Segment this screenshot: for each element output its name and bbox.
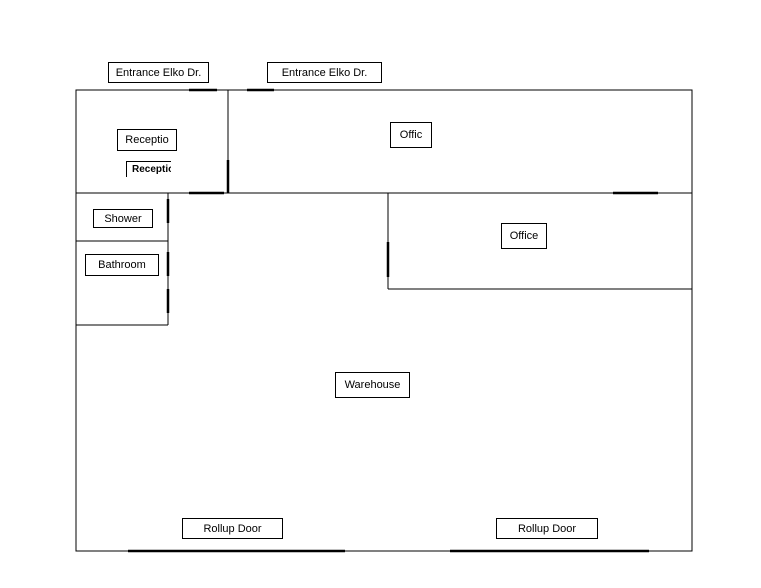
office-top-label: Offic: [390, 122, 432, 148]
outer-wall: [75, 89, 693, 552]
rollup-door-right-label: Rollup Door: [496, 518, 598, 539]
rollup-door-left-label: Rollup Door: [182, 518, 283, 539]
entrance-label-2: Entrance Elko Dr.: [267, 62, 382, 83]
shower-label: Shower: [93, 209, 153, 228]
warehouse-label: Warehouse: [335, 372, 410, 398]
entrance-label-1: Entrance Elko Dr.: [108, 62, 209, 83]
reception-sign: Reception: [126, 161, 171, 177]
bathroom-label: Bathroom: [85, 254, 159, 276]
office-right-label: Office: [501, 223, 547, 249]
reception-label: Receptio: [117, 129, 177, 151]
